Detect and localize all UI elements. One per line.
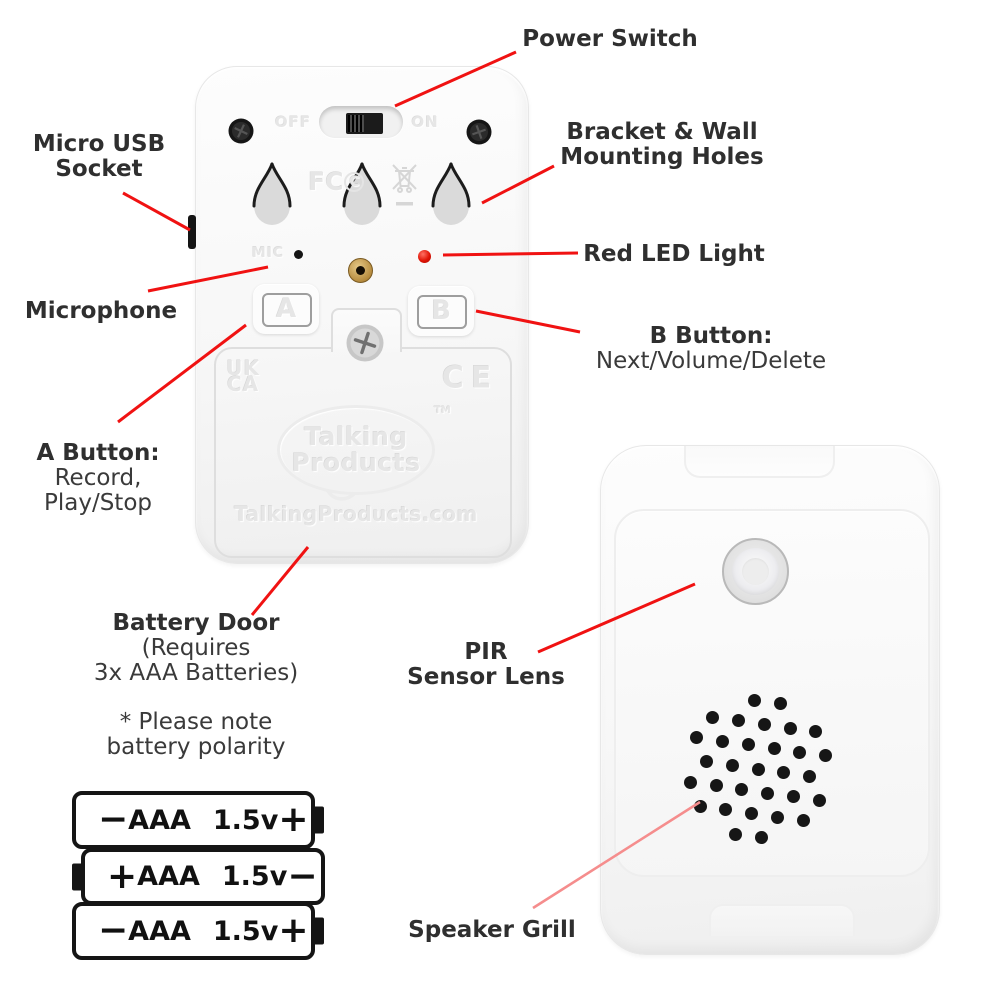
brand-speech-tail	[326, 489, 356, 509]
a-button-letter: A	[275, 294, 297, 324]
label-bracket: Bracket & Wall Mounting Holes	[560, 119, 764, 170]
speaker-grill-dot	[748, 693, 762, 707]
label-pir: PIR Sensor Lens	[407, 639, 565, 690]
callout-line-micro-usb	[122, 191, 191, 232]
front-device	[600, 445, 940, 955]
jack-hole	[356, 266, 365, 275]
battery-2-voltage: 1.5v	[221, 861, 288, 892]
speaker-grill-dot	[706, 710, 720, 724]
speaker-grill-dot	[773, 697, 787, 711]
speaker-grill-dot	[729, 827, 743, 841]
speaker-grill-dot	[751, 762, 765, 776]
rear-device: OFF ON FC C	[195, 66, 529, 564]
website-text: TalkingProducts.com	[234, 502, 478, 526]
b-button-outline	[417, 295, 467, 329]
label-red-led: Red LED Light	[583, 241, 765, 267]
speaker-grill	[673, 684, 843, 854]
battery-diagram-1: − AAA 1.5v +	[72, 791, 324, 849]
speaker-grill-dot	[683, 775, 697, 789]
speaker-grill-dot	[690, 731, 704, 745]
battery-2-right-terminal: −	[287, 855, 318, 897]
label-microphone: Microphone	[24, 298, 178, 324]
battery-2-left-terminal: +	[107, 855, 138, 897]
a-button[interactable]: A	[253, 284, 319, 334]
front-bottom-tab	[709, 904, 855, 936]
speaker-grill-dot	[735, 782, 749, 796]
battery-3-name: AAA	[128, 915, 191, 947]
speaker-grill-dot	[802, 769, 816, 783]
front-top-tab	[684, 446, 835, 478]
fcc-logo: FC C	[308, 167, 365, 196]
battery-1-terminal-nub	[314, 806, 324, 834]
battery-1-voltage: 1.5v	[212, 804, 279, 836]
speaker-grill-dot	[761, 786, 775, 800]
speaker-grill-dot	[770, 810, 784, 824]
speaker-grill-dot	[757, 717, 771, 731]
speaker-grill-dot	[754, 831, 768, 845]
micro-usb-slot	[188, 215, 196, 249]
label-speaker: Speaker Grill	[408, 917, 576, 943]
battery-2-terminal-nub	[72, 863, 82, 890]
center-screw-icon	[346, 324, 384, 362]
label-micro-usb: Micro USB Socket	[32, 131, 166, 182]
mic-label: MIC	[251, 245, 285, 261]
label-battery-door: Battery Door (Requires 3x AAA Batteries)…	[93, 610, 299, 760]
speaker-grill-dot	[777, 766, 791, 780]
power-switch-knob	[346, 113, 383, 134]
mounting-hole-icon	[250, 161, 294, 227]
battery-diagram-3: − AAA 1.5v +	[72, 902, 324, 960]
speaker-grill-dot	[719, 803, 733, 817]
screw-icon	[228, 118, 254, 144]
battery-3-voltage: 1.5v	[212, 915, 279, 947]
speaker-grill-dot	[700, 755, 713, 769]
red-led	[418, 250, 431, 263]
battery-1-name: AAA	[128, 804, 191, 836]
speaker-grill-dot	[725, 758, 739, 772]
speaker-grill-dot	[809, 725, 823, 739]
speaker-grill-dot	[783, 721, 797, 735]
brand-tm: TM	[434, 405, 451, 416]
label-b-button: B Button: Next/Volume/Delete	[595, 323, 827, 374]
b-button[interactable]: B	[408, 286, 474, 336]
pir-sensor-lens	[722, 538, 789, 605]
speaker-grill-dot	[796, 814, 810, 828]
battery-1-right-terminal: +	[278, 799, 309, 840]
speaker-grill-dot	[793, 745, 807, 759]
label-power-switch: Power Switch	[522, 26, 698, 52]
microphone-hole	[294, 250, 303, 259]
speaker-grill-dot	[767, 742, 781, 755]
battery-3-left-terminal: −	[98, 910, 129, 951]
pir-lens-core	[742, 558, 769, 585]
speaker-grill-dot	[745, 807, 759, 821]
speaker-grill-dot	[741, 738, 755, 752]
screw-icon	[466, 119, 492, 145]
speaker-grill-dot	[812, 793, 826, 807]
battery-diagram-2: + AAA 1.5v −	[72, 848, 325, 905]
speaker-grill-dot	[716, 734, 729, 748]
ce-mark: CE	[441, 360, 499, 396]
audio-jack	[348, 258, 373, 283]
speaker-grill-dot	[819, 749, 832, 763]
speaker-grill-dot	[693, 799, 707, 813]
power-switch-recess	[319, 106, 403, 138]
power-switch-grip	[348, 115, 364, 132]
ukca-mark: UK CA	[226, 356, 260, 396]
weee-icon	[390, 162, 418, 220]
b-button-letter: B	[431, 296, 451, 326]
battery-1-left-terminal: −	[98, 799, 129, 840]
label-a-button: A Button: Record, Play/Stop	[36, 440, 160, 516]
off-label: OFF	[274, 113, 312, 131]
battery-3-terminal-nub	[314, 917, 324, 945]
on-label: ON	[411, 113, 439, 131]
a-button-outline	[262, 293, 312, 327]
speaker-grill-dot	[786, 790, 800, 804]
speaker-grill-dot	[709, 779, 723, 793]
brand-logo: Talking Products	[277, 405, 435, 495]
speaker-grill-dot	[732, 714, 746, 728]
mounting-hole-icon	[429, 161, 473, 227]
battery-2-name: AAA	[137, 861, 200, 892]
battery-3-right-terminal: +	[278, 910, 309, 951]
